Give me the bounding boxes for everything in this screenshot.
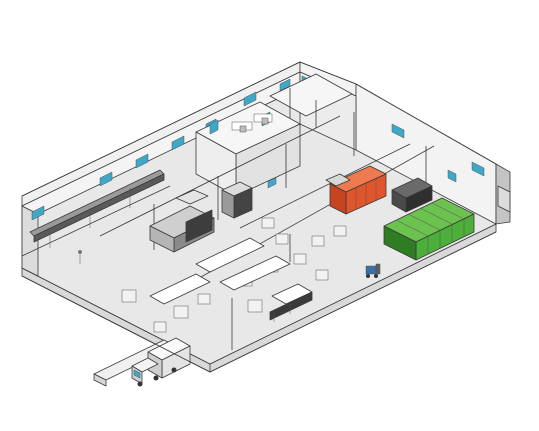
- orange-unit: [325, 165, 387, 215]
- overhead-conveyor: [29, 169, 165, 248]
- processing-equipment: [149, 181, 253, 253]
- back-left-wall: [21, 61, 301, 277]
- green-equipment-block: [383, 197, 475, 261]
- structural-beams: [21, 112, 435, 350]
- forklift-icon: [365, 263, 381, 278]
- work-tables: [149, 237, 313, 322]
- delivery-truck-icon: [131, 337, 191, 387]
- person-icon: [78, 250, 82, 264]
- storage-rack: [391, 177, 433, 213]
- office-desks: [231, 113, 273, 133]
- front-wall-edge: [21, 231, 497, 373]
- side-door: [497, 185, 511, 213]
